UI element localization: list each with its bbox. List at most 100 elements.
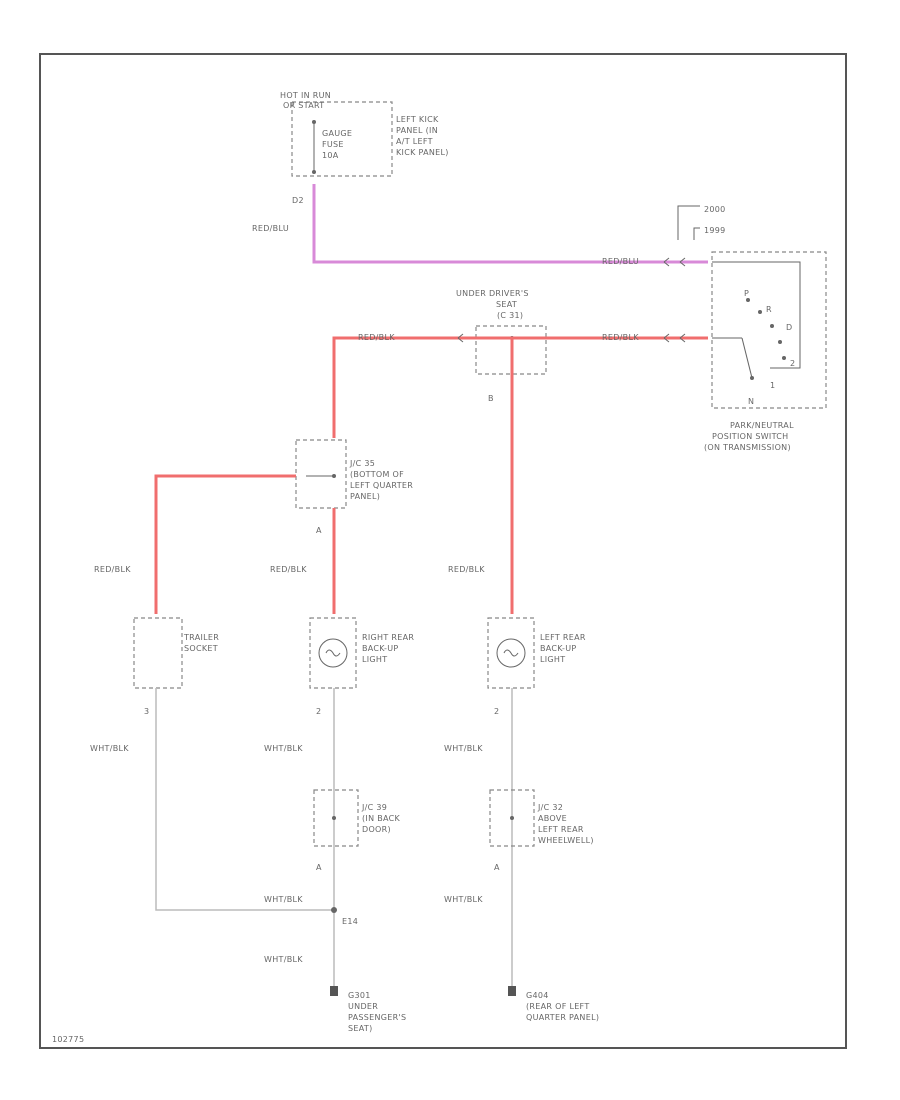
wire-red-blk-to-trailer: [154, 474, 296, 614]
fuse-label-line-1: GAUGE: [322, 129, 352, 138]
splice-e14-label: E14: [342, 917, 358, 926]
rr-light-label-line-2: BACK-UP: [362, 644, 398, 653]
year-label-1999: 1999: [704, 226, 726, 235]
g301-label-line-4: SEAT): [348, 1024, 373, 1033]
year-label-2000: 2000: [704, 205, 726, 214]
switch-internal-feed: [712, 261, 801, 369]
wire-label-wht-blk-2: WHT/BLK: [264, 744, 303, 753]
jc39-label-line-3: DOOR): [362, 825, 391, 834]
switch-contact-n: [750, 376, 754, 380]
switch-contact-2: [778, 340, 782, 344]
rr-light-label-line-3: LIGHT: [362, 655, 387, 664]
fuse-header-line-1: HOT IN RUN: [280, 91, 331, 100]
switch-label-d: D: [786, 323, 792, 332]
connector-arrows-top: [663, 257, 686, 267]
fuse-label-line-3: 10A: [322, 151, 339, 160]
wire-label-red-blu-1: RED/BLU: [252, 224, 289, 233]
switch-box: [711, 251, 827, 409]
wire-label-red-blk-1: RED/BLK: [602, 333, 639, 342]
fuse-location-line-1: LEFT KICK: [396, 115, 439, 124]
jc32-label-line-3: LEFT REAR: [538, 825, 584, 834]
lr-filament: [503, 649, 519, 657]
wire-red-blk-c31-to-jc35: [332, 336, 476, 438]
jc32-box: [489, 789, 535, 847]
ground-g404-icon: [508, 986, 516, 996]
switch-contact-p: [746, 298, 750, 302]
g301-label-line-1: G301: [348, 991, 371, 1000]
switch-contact-r: [758, 310, 762, 314]
fuse-top-terminal: [312, 120, 316, 124]
switch-blade: [741, 337, 753, 379]
ground-g301: G301 UNDER PASSENGER'S SEAT): [330, 986, 406, 1033]
lr-light-pin-label: 2: [494, 707, 499, 716]
wire-label-red-blk-left: RED/BLK: [448, 565, 485, 574]
right-rear-backup-light: RIGHT REAR BACK-UP LIGHT 2: [309, 617, 414, 716]
rr-light-box: [309, 617, 357, 689]
udseat-label-line-3: (C 31): [497, 311, 523, 320]
jc39-pin-label: A: [316, 863, 322, 872]
diagram-frame: [39, 53, 847, 1049]
fuse-location-line-2: PANEL (IN: [396, 126, 438, 135]
jc32-label-line-1: J/C 32: [537, 803, 563, 812]
jc39-node: [332, 816, 336, 820]
g404-label-line-3: QUARTER PANEL): [526, 1013, 599, 1022]
wire-label-wht-blk-6: WHT/BLK: [264, 955, 303, 964]
jc32-label-line-2: ABOVE: [538, 814, 567, 823]
jc35-box: [295, 439, 347, 509]
fuse-box: [291, 101, 393, 177]
fuse-location-line-3: A/T LEFT: [396, 137, 433, 146]
fuse-header-line-2: OR START: [283, 101, 324, 110]
g301-label-line-2: UNDER: [348, 1002, 378, 1011]
lr-bulb-icon: [496, 638, 526, 668]
trailer-label-line-1: TRAILER: [183, 633, 219, 642]
udseat-label-line-1: UNDER DRIVER'S: [456, 289, 529, 298]
udseat-label-line-2: SEAT: [496, 300, 517, 309]
wire-label-red-blu-2: RED/BLU: [602, 257, 639, 266]
park-neutral-switch: P R D 2 1 N PARK/NEUTRAL POSITION SWITCH…: [704, 251, 827, 452]
trailer-socket: TRAILER SOCKET 3: [133, 617, 219, 716]
trailer-pin-label: 3: [144, 707, 149, 716]
year-bracket-outer: [677, 205, 700, 240]
g404-label-line-1: G404: [526, 991, 549, 1000]
ground-g301-icon: [330, 986, 338, 996]
jc32-pin-label: A: [494, 863, 500, 872]
jc39-label-line-2: (IN BACK: [362, 814, 401, 823]
g404-label-line-2: (REAR OF LEFT: [526, 1002, 590, 1011]
wire-label-red-blk-trailer: RED/BLK: [94, 565, 131, 574]
year-bracket-inner: [693, 227, 700, 240]
switch-contact-1: [782, 356, 786, 360]
trailer-label-line-2: SOCKET: [184, 644, 218, 653]
switch-contact-d: [770, 324, 774, 328]
switch-title-line-2: POSITION SWITCH: [712, 432, 789, 441]
g301-label-line-3: PASSENGER'S: [348, 1013, 406, 1022]
wire-label-red-blk-2: RED/BLK: [358, 333, 395, 342]
udseat-box: [475, 325, 547, 375]
junction-jc39: J/C 39 (IN BACK DOOR) A: [313, 789, 401, 872]
jc35-label-line-2: (BOTTOM OF: [350, 470, 404, 479]
ground-g404: G404 (REAR OF LEFT QUARTER PANEL): [508, 986, 599, 1022]
jc32-label-line-4: WHEELWELL): [538, 836, 594, 845]
jc35-label-line-4: PANEL): [350, 492, 380, 501]
jc35-label-line-3: LEFT QUARTER: [350, 481, 413, 490]
udseat-pin-label: B: [488, 394, 494, 403]
splice-e14-node: [331, 907, 337, 913]
jc39-box: [313, 789, 359, 847]
trailer-box: [133, 617, 183, 689]
jc39-label-line-1: J/C 39: [361, 803, 387, 812]
jc35-pin-label: A: [316, 526, 322, 535]
lr-light-box: [487, 617, 535, 689]
switch-label-1: 1: [770, 381, 775, 390]
wire-label-wht-blk-5: WHT/BLK: [444, 895, 483, 904]
wire-red-blu-fuse-to-switch: [312, 184, 708, 264]
wire-wht-blk-trailer-to-splice: [155, 688, 334, 911]
connector-arrows-mid-right: [663, 333, 686, 343]
rr-light-pin-label: 2: [316, 707, 321, 716]
switch-label-2: 2: [790, 359, 795, 368]
rr-light-label-line-1: RIGHT REAR: [362, 633, 414, 642]
rr-bulb-icon: [318, 638, 348, 668]
under-driver-seat-connector: UNDER DRIVER'S SEAT (C 31) B: [456, 289, 547, 403]
switch-label-n: N: [748, 397, 754, 406]
switch-label-p: P: [744, 289, 749, 298]
jc35-label-line-1: J/C 35: [349, 459, 375, 468]
